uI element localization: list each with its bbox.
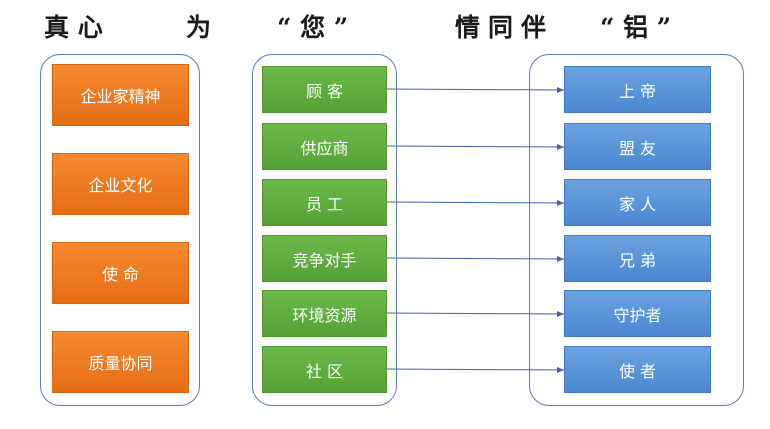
middle-box-employee: 员 工 [262,179,387,226]
title-zhenxin: 真 心 [44,13,103,42]
left-box-culture: 企业文化 [52,153,189,215]
right-box-messenger: 使 者 [564,346,711,393]
arrow-supplier-ally [386,143,565,150]
left-box-mission: 使 命 [52,242,189,304]
right-box-family: 家 人 [564,179,711,226]
left-box-quality: 质量协同 [52,331,189,393]
right-box-ally: 盟 友 [564,123,711,170]
middle-box-environment: 环境资源 [262,290,387,337]
middle-box-customer: 顾 客 [262,66,387,113]
title-wei: 为 [186,13,212,42]
right-box-guardian: 守护者 [564,290,711,337]
left-box-entrepreneurship: 企业家精神 [52,64,189,126]
title-lv: “ 铝 ” [600,13,672,42]
right-box-brother: 兄 弟 [564,235,711,282]
arrow-environment-guardian [386,310,565,317]
arrow-competitor-brother [386,255,565,262]
title-qingtongban: 情同伴 [455,13,555,42]
arrow-customer-god [386,86,565,93]
title-nin: “ 您 ” [277,13,349,42]
arrow-community-messenger [386,366,565,373]
arrow-employee-family [386,199,565,206]
middle-box-community: 社 区 [262,346,387,393]
middle-box-supplier: 供应商 [262,123,387,170]
right-box-god: 上 帝 [564,66,711,113]
middle-box-competitor: 竞争对手 [262,235,387,282]
